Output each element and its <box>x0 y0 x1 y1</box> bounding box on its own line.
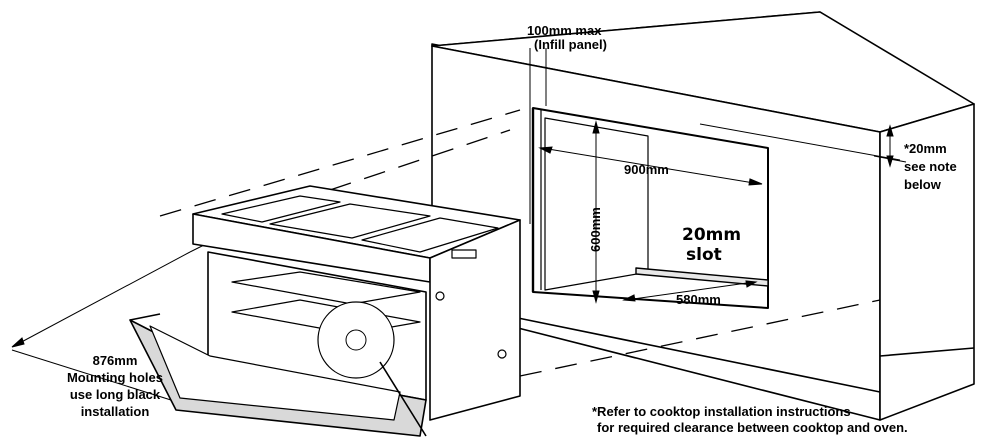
height-arrow-top <box>592 120 600 134</box>
note-line2: for required clearance between cooktop a… <box>597 420 908 435</box>
plinth-line <box>879 347 975 357</box>
clearance-arrow-top <box>886 124 894 137</box>
plinth-front-line <box>517 317 881 393</box>
depth-dim <box>625 281 755 301</box>
oven-rack-upper <box>231 271 421 305</box>
mounting-label-line2: Mounting holes <box>67 370 163 385</box>
cabinet <box>431 11 975 421</box>
clearance-label-line1: *20mm <box>904 141 947 156</box>
oven-door-hinge <box>129 313 161 321</box>
cooktop-guide <box>699 123 901 161</box>
mounting-dim <box>13 251 191 347</box>
oven-handle-slot <box>451 249 477 259</box>
width-arrow-left <box>538 146 553 154</box>
oven-side <box>429 219 521 421</box>
clearance-ext <box>873 155 907 163</box>
mounting-hole-bottom <box>497 349 507 359</box>
infill-label-line2: (Infill panel) <box>534 37 607 52</box>
guide-bottom <box>519 299 881 377</box>
dimension-lines <box>11 48 907 407</box>
slot-label-line1: 20mm <box>682 225 741 245</box>
oven-top-panel-3 <box>361 217 499 253</box>
clearance-label-line2: see note <box>904 159 957 174</box>
slot-label-line2: slot <box>686 245 722 265</box>
oven-door-side <box>379 361 427 437</box>
depth-arrow-left <box>622 294 636 302</box>
width-dim <box>541 147 761 185</box>
clearance-label-line3: below <box>904 177 942 192</box>
mounting-arrow <box>11 337 25 348</box>
depth-arrow-right <box>745 280 758 288</box>
width-arrow-right <box>748 178 763 186</box>
note-line1: *Refer to cooktop installation instructi… <box>592 404 851 419</box>
height-arrow-bottom <box>592 290 600 304</box>
oven-top-panel-1 <box>221 195 341 223</box>
alignment-guides <box>159 109 881 377</box>
guide-mid <box>329 129 511 191</box>
oven <box>129 185 521 437</box>
labels: 100mm max (Infill panel) 900mm 600mm 580… <box>67 23 957 435</box>
depth-label: 580mm <box>676 292 721 307</box>
mounting-label-line4: installation <box>81 404 150 419</box>
oven-top-panel-2 <box>269 203 431 239</box>
guide-top <box>159 109 521 217</box>
oven-door-glass <box>149 325 401 421</box>
width-label: 900mm <box>624 162 669 177</box>
mounting-hole-top <box>435 291 445 301</box>
mounting-label-line1: 876mm <box>93 353 138 368</box>
oven-fan-hub <box>345 329 367 351</box>
cabinet-side <box>879 103 975 421</box>
slot <box>635 267 769 287</box>
mounting-leader <box>11 349 191 407</box>
infill-label-line1: 100mm max <box>527 23 602 38</box>
mounting-label-line3: use long black <box>70 387 161 402</box>
height-label: 600mm <box>588 207 603 252</box>
